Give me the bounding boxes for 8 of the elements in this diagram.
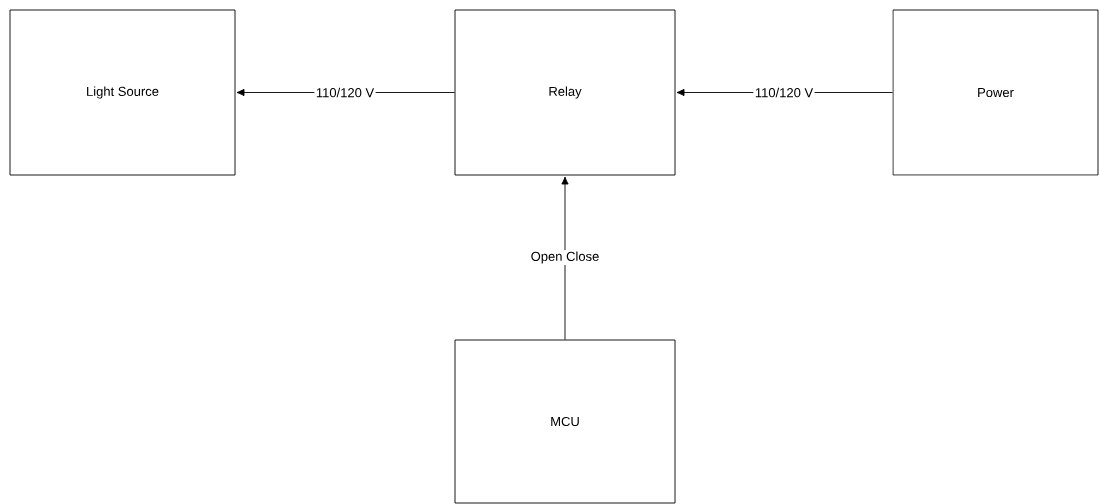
arrow: [561, 176, 569, 340]
block-box: Relay: [454, 9, 676, 176]
block-box: MCU: [454, 339, 676, 504]
edge-label: 110/120 V: [753, 86, 815, 99]
edge-label: 110/120 V: [314, 86, 376, 99]
edge-label: Open Close: [529, 249, 601, 266]
block-box: Light Source: [9, 9, 236, 176]
block-box: Power: [892, 9, 1099, 176]
